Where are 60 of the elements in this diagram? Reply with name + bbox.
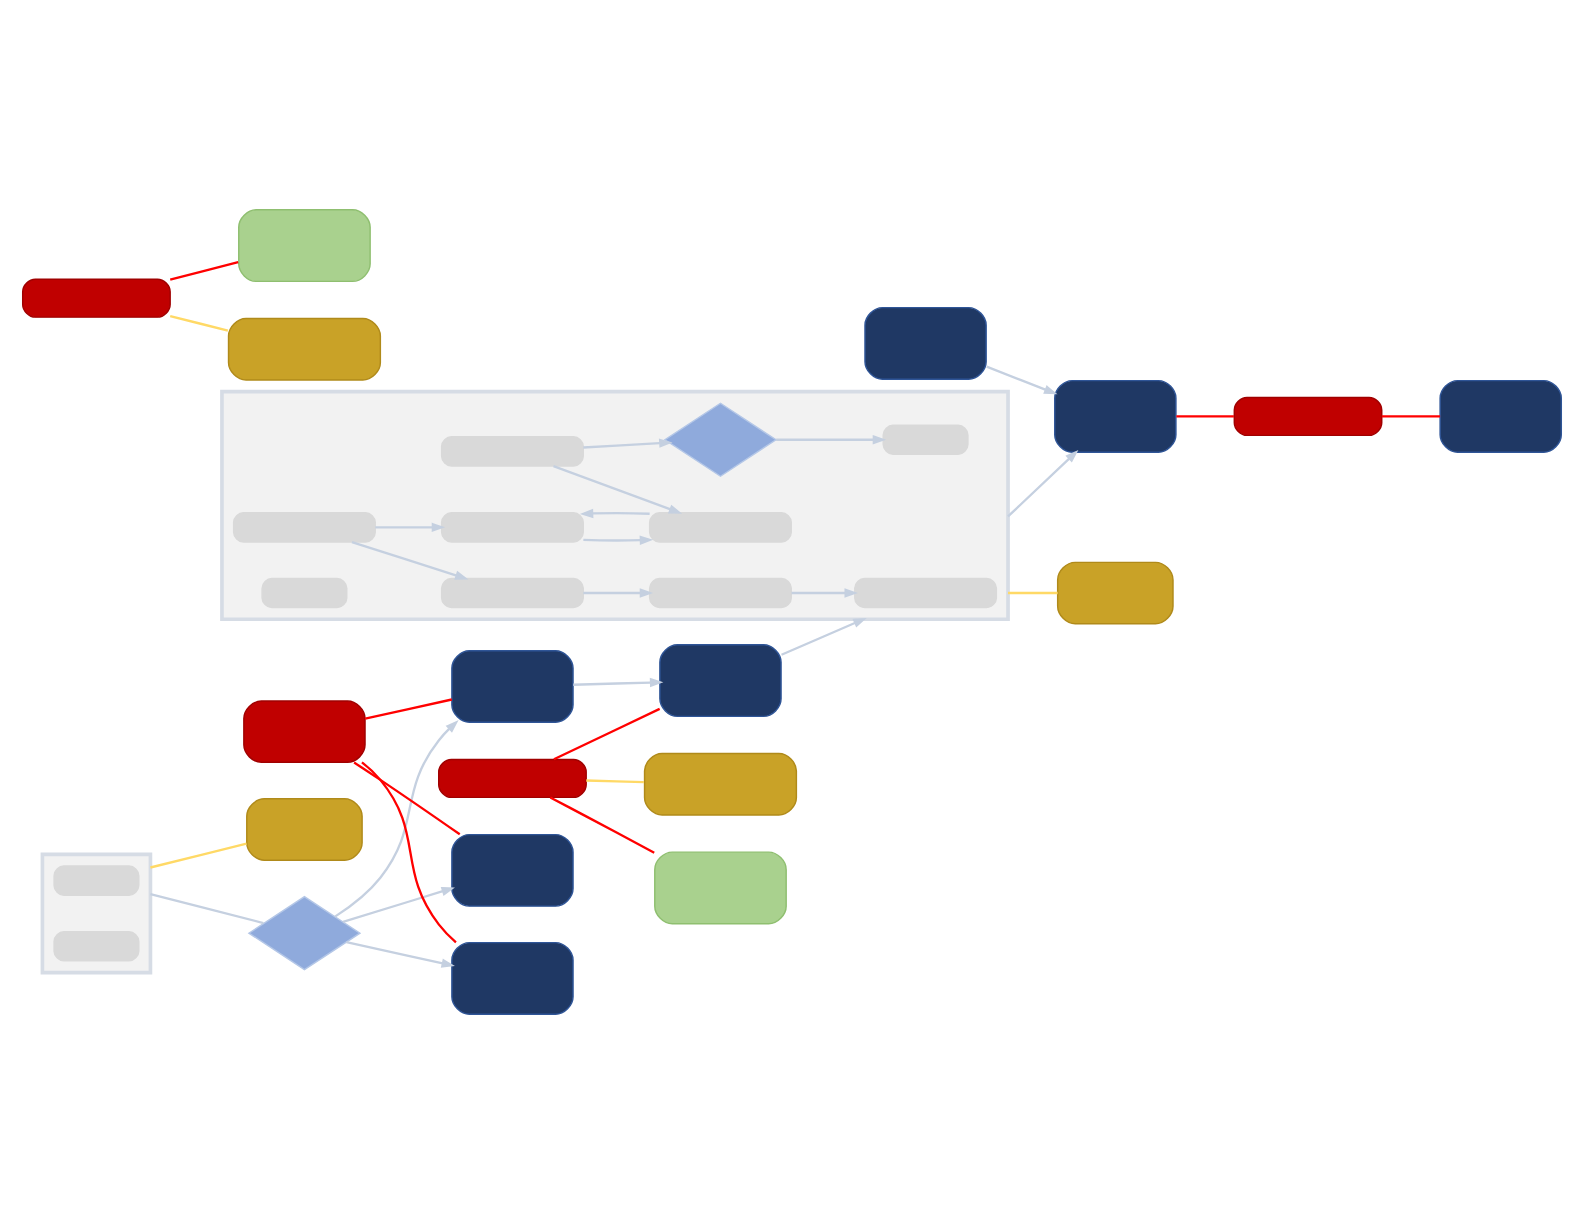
arrow — [346, 940, 455, 968]
node-box — [246, 798, 363, 861]
arrow — [781, 617, 867, 656]
arrow — [579, 508, 650, 519]
arrow — [583, 438, 673, 449]
node-diamond — [247, 895, 362, 971]
arrow — [1007, 449, 1079, 518]
node-box — [232, 512, 376, 543]
node-box — [1054, 379, 1177, 453]
arrow — [776, 435, 887, 445]
node-box — [643, 752, 798, 816]
connector — [1176, 415, 1234, 418]
node-box — [440, 436, 584, 467]
connector — [1008, 591, 1058, 595]
arrow — [986, 365, 1058, 395]
node-diamond — [663, 402, 778, 478]
connector — [353, 761, 461, 836]
connector — [169, 261, 239, 281]
node-box — [243, 700, 366, 764]
node-box — [864, 306, 987, 380]
node-box — [22, 278, 171, 318]
arrow — [553, 464, 683, 514]
connector — [1381, 415, 1441, 418]
arrow — [583, 588, 654, 598]
connector — [553, 707, 661, 761]
connector — [549, 796, 655, 854]
connector — [361, 761, 457, 944]
connector — [169, 315, 229, 332]
node-box — [854, 577, 998, 609]
node-box — [53, 930, 140, 962]
node-box — [440, 512, 584, 543]
node-box — [438, 758, 587, 799]
node-box — [261, 577, 348, 609]
cluster — [220, 389, 1010, 622]
connector — [150, 892, 264, 925]
arrow — [583, 535, 654, 545]
node-box — [648, 512, 792, 543]
connector — [364, 698, 453, 720]
node-box — [882, 424, 969, 456]
node-box — [451, 649, 574, 723]
node-box — [227, 317, 382, 381]
arrow — [342, 886, 455, 923]
node-box — [451, 941, 574, 1015]
arrow — [573, 677, 664, 688]
node-box — [648, 577, 792, 609]
node-box — [238, 209, 371, 283]
connector — [586, 779, 644, 784]
node-box — [1233, 396, 1383, 437]
node-box — [440, 577, 584, 609]
arrow — [375, 522, 446, 533]
node-box — [1056, 561, 1174, 625]
node-box — [654, 851, 787, 925]
node-box — [1439, 379, 1562, 453]
connector — [150, 842, 247, 869]
arrow — [351, 540, 469, 580]
node-box — [659, 644, 782, 718]
node-box — [451, 833, 574, 907]
node-box — [53, 865, 140, 896]
arrow — [791, 588, 858, 598]
arrow — [334, 720, 459, 918]
